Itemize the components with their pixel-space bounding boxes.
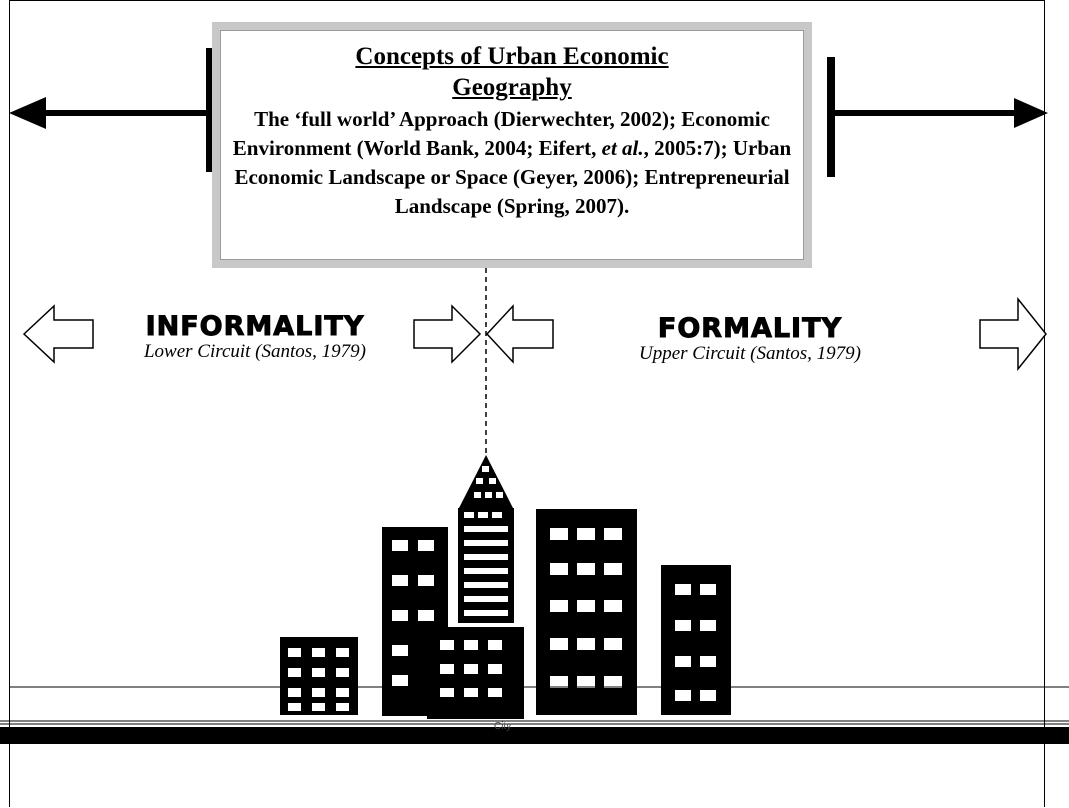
- informality-title: INFORMALITY: [145, 311, 365, 342]
- right-black-arrow: [827, 57, 1048, 177]
- left-outline-arrow: [22, 304, 94, 364]
- center-left-outline-arrow: [485, 304, 554, 364]
- concept-box-inner: Concepts of Urban Economic Geography The…: [220, 30, 804, 260]
- city-label: City: [494, 721, 512, 732]
- thick-base-bar: [0, 727, 1069, 744]
- informality-label: INFORMALITY Lower Circuit (Santos, 1979): [130, 311, 380, 362]
- concept-box: Concepts of Urban Economic Geography The…: [212, 22, 812, 268]
- concept-title: Concepts of Urban Economic Geography: [355, 43, 669, 101]
- diagram-frame: [9, 0, 1045, 807]
- city-buildings-icon: [280, 455, 731, 719]
- center-right-outline-arrow: [413, 304, 482, 364]
- concept-body-italic: et al.: [601, 136, 644, 160]
- concept-body-part1: The ‘full world’ Approach (Dierwechter, …: [232, 107, 770, 160]
- right-outline-arrow: [979, 296, 1047, 372]
- left-black-arrow: [9, 48, 214, 172]
- concept-body: The ‘full world’ Approach (Dierwechter, …: [232, 105, 792, 221]
- formality-label: FORMALITY Upper Circuit (Santos, 1979): [620, 313, 880, 364]
- informality-subtitle: Lower Circuit (Santos, 1979): [143, 341, 367, 362]
- concept-body-part2: , 2005:7); Urban Economic Landscape or S…: [234, 136, 792, 218]
- formality-subtitle: Upper Circuit (Santos, 1979): [638, 343, 861, 364]
- formality-title: FORMALITY: [657, 313, 843, 344]
